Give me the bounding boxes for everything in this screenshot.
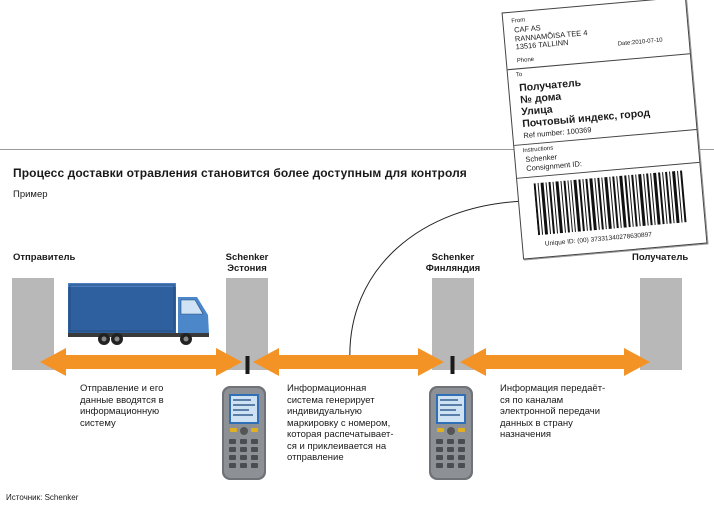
description-line: данные вводятся в xyxy=(80,394,164,406)
description-line: система генерирует xyxy=(287,394,375,406)
handheld-scanner-icon xyxy=(222,386,266,480)
description-line: ся и приклеивается на xyxy=(287,440,387,452)
description-line: электронной передачи xyxy=(500,406,601,417)
label-divider xyxy=(507,53,690,71)
label-sender-address: CAF AS RANNAMÕISA TEE 4 13516 TALLINN xyxy=(514,20,589,52)
stage-label-line: Эстония xyxy=(227,263,267,274)
pillar-sender xyxy=(12,278,54,370)
description-step-3: Информация передаёт- ся по каналам элект… xyxy=(500,383,605,441)
arrow-estonia-to-finland xyxy=(253,348,444,376)
source-note: Источник: Schenker xyxy=(6,493,79,502)
description-line: информационную xyxy=(80,406,160,417)
stage-label-schenker-estonia: Schenker Эстония xyxy=(216,252,278,274)
shipping-label: From CAF AS RANNAMÕISA TEE 4 13516 TALLI… xyxy=(501,0,708,260)
page-title: Процесс доставки отравления становится б… xyxy=(13,166,467,180)
description-line: ся по каналам xyxy=(500,394,564,406)
label-pointer-arrow xyxy=(349,200,526,363)
subtitle: Пример xyxy=(13,189,48,200)
description-line: назначения xyxy=(500,429,552,440)
stage-label-schenker-finland: Schenker Финляндия xyxy=(422,252,484,274)
stage-label-sender: Отправитель xyxy=(13,252,76,263)
tick-estonia xyxy=(245,356,250,374)
label-phone-caption: Phone xyxy=(516,56,535,65)
description-step-2: Информационная система генерирует индиви… xyxy=(287,383,394,464)
label-to-caption: To xyxy=(515,71,523,79)
stage-label-line: Schenker xyxy=(225,252,269,263)
arrow-sender-to-estonia xyxy=(40,348,242,376)
barcode-icon xyxy=(533,170,688,236)
description-line: отправление xyxy=(287,452,344,463)
description-line: Информационная xyxy=(287,383,367,394)
truck-icon xyxy=(68,283,209,345)
pillar-recipient xyxy=(640,278,682,370)
description-line: систему xyxy=(80,417,116,429)
stage-label-line: Финляндия xyxy=(425,263,481,274)
pillar-schenker-finland xyxy=(432,278,474,370)
separator-line xyxy=(0,149,714,150)
description-line: которая распечатывает- xyxy=(287,429,394,440)
label-date: Date:2010-07-10 xyxy=(617,37,663,48)
description-line: Отправление и его xyxy=(80,383,164,394)
arrow-finland-to-recipient xyxy=(460,348,650,376)
label-recipient-address: Получатель № дома Улица Почтовый индекс,… xyxy=(519,71,651,130)
stage-label-recipient: Получатель xyxy=(632,252,689,263)
description-line: Информация передаёт- xyxy=(500,383,606,394)
tick-finland xyxy=(450,356,455,374)
description-step-1: Отправление и его данные вводятся в инфо… xyxy=(80,383,164,429)
stage-label-line: Schenker xyxy=(431,252,475,263)
pillar-schenker-estonia xyxy=(226,278,268,370)
handheld-scanner-icon xyxy=(429,386,473,480)
description-line: маркировку с номером, xyxy=(287,417,391,429)
description-line: индивидуальную xyxy=(287,406,362,417)
label-unique-id: Unique ID: (00) 37331340278630897 xyxy=(544,231,653,248)
description-line: данных в страну xyxy=(500,417,573,429)
